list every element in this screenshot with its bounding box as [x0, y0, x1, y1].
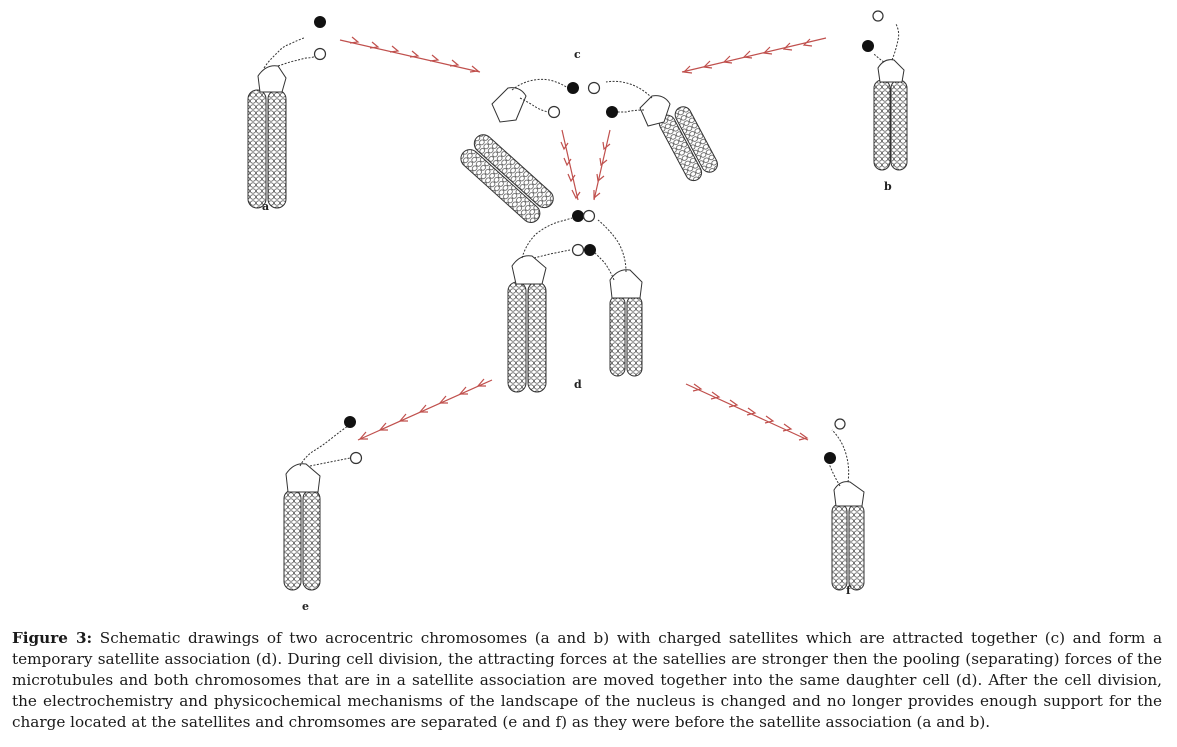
chromatid-arm [302, 489, 321, 591]
label-e: e [302, 600, 309, 613]
chromatid-arm [626, 295, 643, 377]
satellite-stalk [605, 80, 653, 99]
satellite-stalk [511, 78, 569, 91]
satellite-filled [862, 40, 874, 52]
satellite-filled [824, 452, 836, 464]
satellite-open [313, 47, 327, 61]
label-d: d [574, 378, 582, 391]
satellite-stalk [831, 429, 850, 483]
chromatid-arm [890, 79, 908, 171]
chromosome-b [862, 10, 908, 171]
chromatid-arm [873, 79, 891, 171]
satellite-open [834, 418, 846, 430]
label-c: c [574, 48, 581, 61]
chromatid-arm [283, 489, 302, 591]
figure-caption: Figure 3: Schematic drawings of two acro… [12, 628, 1162, 733]
satellite-filled [314, 16, 326, 28]
chromosome-diagram: a b c [247, 10, 908, 613]
caption-text: Schematic drawings of two acrocentric ch… [12, 629, 1162, 731]
chromatid-arm [267, 89, 287, 209]
satellite-stalk [299, 425, 349, 467]
chromosome-f [824, 418, 865, 591]
satellite-open [587, 81, 601, 95]
centromere [491, 87, 527, 123]
satellite-stalk [263, 37, 305, 69]
caption-label: Figure 3: [12, 629, 93, 647]
chromatid-arm [247, 89, 267, 209]
satellite-stalk [519, 97, 549, 113]
centromere [511, 255, 547, 285]
arrow-d-to-e [357, 378, 493, 441]
satellite-stalk [891, 23, 900, 61]
satellite-filled [344, 416, 356, 428]
chromatid-arm [507, 281, 527, 393]
satellite-stalk [309, 457, 351, 467]
chromatid-arm [473, 134, 554, 209]
chromosome-a [247, 16, 327, 209]
satellite-filled [584, 244, 596, 256]
chromatid-arm [527, 281, 547, 393]
arrows [339, 36, 827, 441]
arrow-d-to-f [685, 383, 809, 441]
chromosome-pair-c [460, 78, 718, 223]
chromatid-arm [831, 503, 848, 591]
satellite-open [547, 105, 561, 119]
satellite-filled [606, 106, 618, 118]
satellite-filled [572, 210, 584, 222]
centromere [639, 95, 671, 127]
chromosome-pair-d [507, 209, 643, 393]
chromatid-arm [674, 106, 718, 173]
chromatid-arm [460, 149, 541, 223]
centromere [285, 463, 321, 493]
chromatid-arm [848, 503, 865, 591]
satellite-open [349, 451, 363, 465]
label-a: a [262, 200, 269, 213]
satellite-stalk [614, 109, 645, 113]
centromere [877, 59, 905, 83]
satellite-filled [567, 82, 579, 94]
satellite-stalk [277, 55, 317, 67]
satellite-open [571, 243, 585, 257]
centromere [609, 269, 643, 299]
chromatid-arm [609, 295, 626, 377]
centromere [833, 481, 865, 507]
arrow-c-to-d-right [593, 129, 611, 201]
satellite-stalk [873, 53, 885, 63]
centromere [257, 65, 287, 93]
label-b: b [884, 180, 892, 193]
chromosome-e [283, 416, 363, 591]
satellite-stalk [533, 249, 571, 259]
satellite-open [582, 209, 596, 223]
label-f: f [846, 584, 852, 597]
satellite-open [872, 10, 884, 22]
satellite-stalk [593, 251, 615, 281]
arrow-c-to-d-left [560, 129, 581, 201]
arrow-b-to-c [681, 37, 827, 74]
arrow-a-to-c [339, 36, 481, 73]
satellite-stalk [521, 217, 573, 259]
satellite-stalk [597, 219, 627, 273]
